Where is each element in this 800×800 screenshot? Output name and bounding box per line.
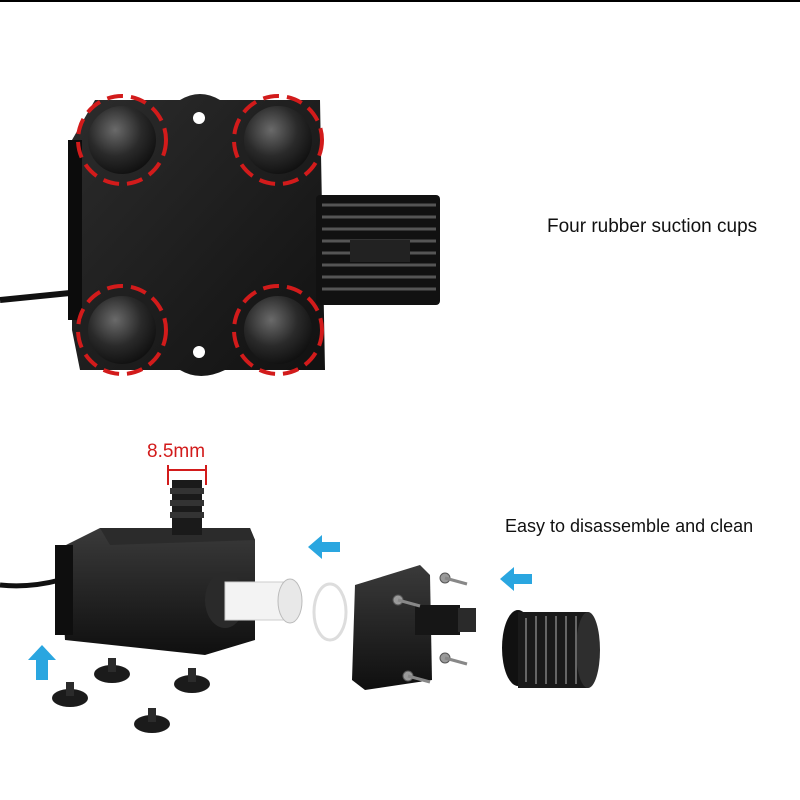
pump-bottom-view	[0, 94, 440, 376]
arrow-icon-up	[28, 645, 56, 680]
arrow-icon-left-2	[500, 567, 532, 591]
suction-cups-caption: Four rubber suction cups	[547, 216, 758, 237]
pump-body	[0, 480, 348, 655]
screws	[392, 572, 468, 684]
top-border-line	[0, 0, 800, 2]
suction-cup-top-left	[76, 94, 168, 186]
loose-suction-cups	[52, 658, 210, 733]
arrow-icon-left-1	[308, 535, 340, 559]
suction-cup-bottom-right	[232, 284, 324, 376]
disassemble-caption: Easy to disassemble and clean	[505, 516, 754, 536]
dimension-bracket	[167, 465, 207, 485]
outlet-dimension-label: 8.5mm	[147, 441, 206, 462]
front-cover	[352, 565, 476, 690]
strainer-cage	[502, 610, 600, 688]
suction-cup-top-right	[232, 94, 324, 186]
suction-cup-bottom-left	[76, 284, 168, 376]
